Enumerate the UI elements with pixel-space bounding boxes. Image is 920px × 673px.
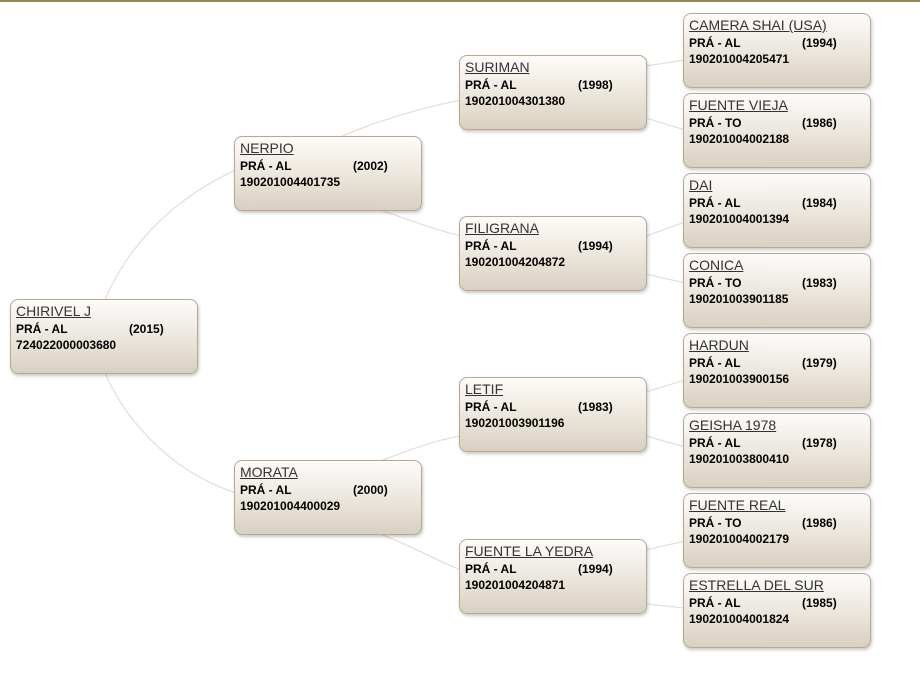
node-breed: PRÁ - AL (240, 483, 292, 497)
node-registration: 190201004002188 (689, 132, 790, 146)
node-year: (2000) (353, 483, 388, 497)
node-registration: 190201003800410 (689, 452, 790, 466)
node-estrella-del-sur: ESTRELLA DEL SUR PRÁ - AL (1985) 19020100… (683, 573, 871, 648)
node-name[interactable]: MORATA (240, 464, 298, 480)
node-name[interactable]: LETIF (465, 381, 504, 397)
node-breed: PRÁ - AL (240, 159, 292, 173)
node-year: (2002) (353, 159, 388, 173)
node-breed: PRÁ - TO (689, 116, 742, 130)
node-dai: DAI PRÁ - AL (1984) 190201004001394 (683, 173, 871, 248)
node-year: (1978) (802, 436, 837, 450)
node-registration: 190201004001394 (689, 212, 790, 226)
node-breed: PRÁ - AL (465, 400, 517, 414)
node-letif: LETIF PRÁ - AL (1983) 190201003901196 (459, 377, 647, 452)
node-registration: 190201004001824 (689, 612, 790, 626)
link-letif-geisha (645, 435, 686, 448)
link-filigrana-conica (645, 273, 686, 284)
top-accent-bar (0, 0, 920, 2)
node-name[interactable]: GEISHA 1978 (689, 417, 777, 433)
node-fuente-la-yedra: FUENTE LA YEDRA PRÁ - AL (1994) 190201004… (459, 539, 647, 614)
link-chirivel-nerpio (104, 169, 237, 301)
link-yedra-estrella (645, 603, 686, 609)
node-registration: 190201004204871 (465, 578, 566, 592)
link-suriman-camera (645, 59, 686, 67)
node-year: (1994) (578, 239, 613, 253)
node-year: (1983) (802, 276, 837, 290)
link-letif-hardun (645, 379, 686, 393)
node-nerpio: NERPIO PRÁ - AL (2002) 190201004401735 (234, 136, 422, 211)
link-nerpio-filigrana (379, 209, 462, 237)
link-morata-letif (379, 435, 462, 462)
node-year: (1979) (802, 356, 837, 370)
node-year: (1998) (578, 78, 613, 92)
node-year: (2015) (129, 322, 164, 336)
link-morata-fuente-la-yedra (379, 533, 462, 571)
node-registration: 190201004002179 (689, 532, 790, 546)
node-name[interactable]: FUENTE REAL (689, 497, 786, 513)
node-name[interactable]: FILIGRANA (465, 220, 539, 236)
node-name[interactable]: CHIRIVEL J (16, 303, 91, 319)
node-registration: 190201004204872 (465, 255, 566, 269)
node-name[interactable]: SURIMAN (465, 59, 530, 75)
link-suriman-fuente-vieja (645, 117, 686, 131)
node-year: (1986) (802, 116, 837, 130)
link-yedra-fuente-real (645, 540, 686, 551)
node-conica: CONICA PRÁ - TO (1983) 190201003901185 (683, 253, 871, 328)
node-year: (1994) (578, 562, 613, 576)
node-breed: PRÁ - AL (689, 36, 741, 50)
node-filigrana: FILIGRANA PRÁ - AL (1994) 190201004204872 (459, 216, 647, 291)
node-camera-shai-usa: CAMERA SHAI (USA) PRÁ - AL (1994) 1902010… (683, 13, 871, 88)
node-registration: 190201003901196 (465, 416, 565, 430)
node-breed: PRÁ - TO (689, 516, 742, 530)
node-name[interactable]: CONICA (689, 257, 744, 273)
node-suriman: SURIMAN PRÁ - AL (1998) 190201004301380 (459, 55, 647, 130)
node-breed: PRÁ - AL (689, 196, 741, 210)
node-name[interactable]: HARDUN (689, 337, 749, 353)
node-registration: 190201004301380 (465, 94, 566, 108)
node-registration: 190201004401735 (240, 175, 341, 189)
node-breed: PRÁ - AL (689, 356, 741, 370)
node-geisha-1978: GEISHA 1978 PRÁ - AL (1978) 1902010038004… (683, 413, 871, 488)
node-name[interactable]: CAMERA SHAI (USA) (689, 17, 827, 33)
node-fuente-vieja: FUENTE VIEJA PRÁ - TO (1986) 190201004002… (683, 93, 871, 168)
node-year: (1983) (578, 400, 613, 414)
node-chirivel-j: CHIRIVEL J PRÁ - AL (2015) 72402200000368… (10, 299, 198, 374)
node-registration: 190201004205471 (689, 52, 790, 66)
node-year: (1994) (802, 36, 837, 50)
node-registration: 190201003901185 (689, 292, 789, 306)
node-registration: 190201004400029 (240, 499, 341, 513)
node-hardun: HARDUN PRÁ - AL (1979) 190201003900156 (683, 333, 871, 408)
node-name[interactable]: NERPIO (240, 140, 294, 156)
node-name[interactable]: DAI (689, 177, 713, 193)
node-registration: 190201003900156 (689, 372, 790, 386)
node-name[interactable]: FUENTE VIEJA (689, 97, 788, 113)
node-year: (1986) (802, 516, 837, 530)
node-breed: PRÁ - AL (465, 239, 517, 253)
node-year: (1984) (802, 196, 837, 210)
node-registration: 724022000003680 (16, 338, 117, 352)
node-name[interactable]: FUENTE LA YEDRA (465, 543, 594, 559)
link-chirivel-morata (104, 372, 237, 494)
node-morata: MORATA PRÁ - AL (2000) 190201004400029 (234, 460, 422, 535)
node-fuente-real: FUENTE REAL PRÁ - TO (1986) 1902010040021… (683, 493, 871, 568)
link-nerpio-suriman (339, 99, 462, 138)
node-breed: PRÁ - AL (689, 436, 741, 450)
link-filigrana-dai (645, 221, 686, 237)
node-year: (1985) (802, 596, 837, 610)
node-breed: PRÁ - TO (689, 276, 742, 290)
node-name[interactable]: ESTRELLA DEL SUR (689, 577, 824, 593)
node-breed: PRÁ - AL (16, 322, 68, 336)
node-breed: PRÁ - AL (465, 78, 517, 92)
node-breed: PRÁ - AL (465, 562, 517, 576)
node-breed: PRÁ - AL (689, 596, 741, 610)
